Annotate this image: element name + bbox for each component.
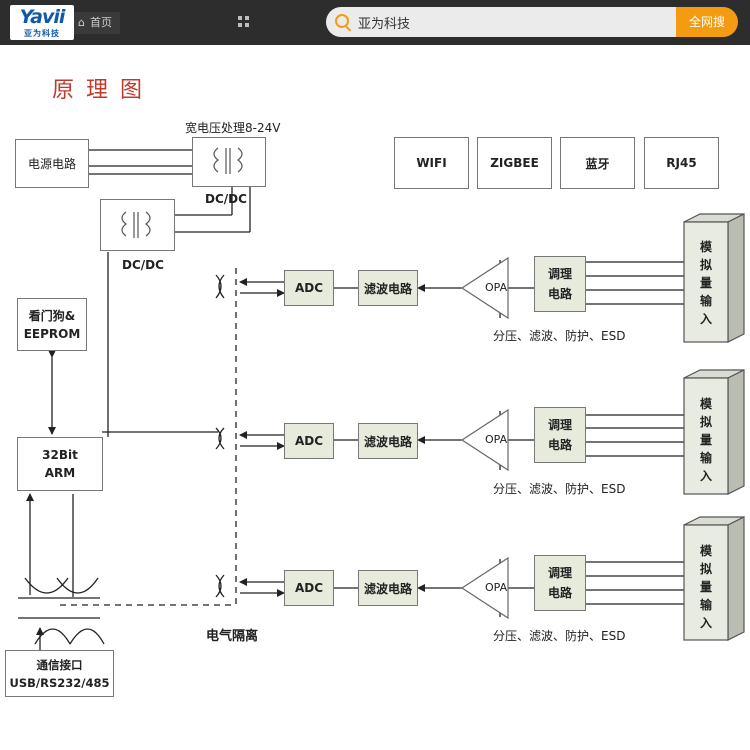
- adc-box-3: ADC: [284, 570, 334, 606]
- dcdc-top-coil-right: [237, 147, 243, 173]
- analog-input-label-2: 模拟量输入: [699, 397, 712, 483]
- input-block-3-side: [727, 516, 745, 641]
- logo-subtitle: 亚为科技: [24, 29, 60, 38]
- site-logo[interactable]: Yavii 亚为科技: [10, 5, 74, 40]
- home-icon: ⌂: [78, 16, 85, 29]
- watchdog-eeprom-box: 看门狗& EEPROM: [17, 298, 87, 351]
- opa-triangle-3: [460, 556, 509, 620]
- comm-coil-4: [69, 628, 105, 645]
- filter-box-2: 滤波电路: [358, 423, 418, 459]
- search-input[interactable]: [358, 7, 668, 37]
- home-label: 首页: [90, 16, 112, 29]
- search-icon: [335, 14, 349, 28]
- input-block-1-side: [727, 213, 745, 343]
- conditioning-box-1: 调理 电路: [534, 256, 586, 312]
- power-range-label: 宽电压处理8-24V: [185, 121, 281, 135]
- analog-input-label-3: 模拟量输入: [699, 544, 712, 630]
- opa-triangle-2: [460, 408, 509, 472]
- protection-note-3: 分压、滤波、防护、ESD: [493, 629, 626, 643]
- protection-note-2: 分压、滤波、防护、ESD: [493, 482, 626, 496]
- conditioning-box-2: 调理 电路: [534, 407, 586, 463]
- input-block-2-front: [683, 377, 729, 495]
- isolation-label: 电气隔离: [206, 629, 259, 644]
- search-bar: [326, 7, 676, 37]
- analog-input-label-1: 模拟量输入: [699, 240, 712, 326]
- input-block-3-front: [683, 524, 729, 641]
- power-circuit-box: 电源电路: [15, 139, 89, 188]
- opa-label-1: OPA: [485, 281, 508, 294]
- search-button[interactable]: 全网搜: [676, 7, 738, 37]
- zigbee-module-box: ZIGBEE: [477, 137, 552, 189]
- filter-box-3: 滤波电路: [358, 570, 418, 606]
- rj45-module-box: RJ45: [644, 137, 719, 189]
- dcdc-mid-transformer-box: [100, 199, 175, 251]
- arm-cpu-box: 32Bit ARM: [17, 437, 103, 491]
- dcdc-mid-coil-right: [145, 211, 151, 237]
- page-title: 原理图: [52, 78, 155, 103]
- top-navigation-bar: Yavii 亚为科技 ⌂ 首页 全网搜: [0, 0, 750, 45]
- comm-coil-1: [24, 577, 69, 594]
- opa-label-3: OPA: [485, 581, 508, 594]
- channel-2-lines: [215, 411, 688, 470]
- wifi-module-box: WIFI: [394, 137, 469, 189]
- comm-coil-3: [34, 628, 71, 645]
- bluetooth-module-box: 蓝牙: [560, 137, 635, 189]
- conditioning-box-3: 调理 电路: [534, 555, 586, 611]
- comm-coil-2: [56, 577, 99, 594]
- input-block-1-front: [683, 221, 729, 343]
- adc-box-2: ADC: [284, 423, 334, 459]
- dcdc-top-label: DC/DC: [205, 192, 247, 206]
- grid-icon[interactable]: [238, 16, 250, 28]
- logo-wordmark: Yavii: [19, 6, 66, 28]
- dcdc-top-coil-left: [213, 147, 219, 173]
- adc-box-1: ADC: [284, 270, 334, 306]
- dcdc-top-transformer-box: [192, 137, 266, 187]
- opa-label-2: OPA: [485, 433, 508, 446]
- filter-box-1: 滤波电路: [358, 270, 418, 306]
- opa-triangle-1: [460, 256, 509, 320]
- home-link[interactable]: ⌂ 首页: [74, 12, 120, 34]
- protection-note-1: 分压、滤波、防护、ESD: [493, 329, 626, 343]
- comm-interface-box: 通信接口 USB/RS232/485: [5, 650, 114, 697]
- dcdc-mid-label: DC/DC: [122, 258, 164, 272]
- input-block-2-side: [727, 369, 745, 495]
- dcdc-mid-coil-left: [121, 211, 127, 237]
